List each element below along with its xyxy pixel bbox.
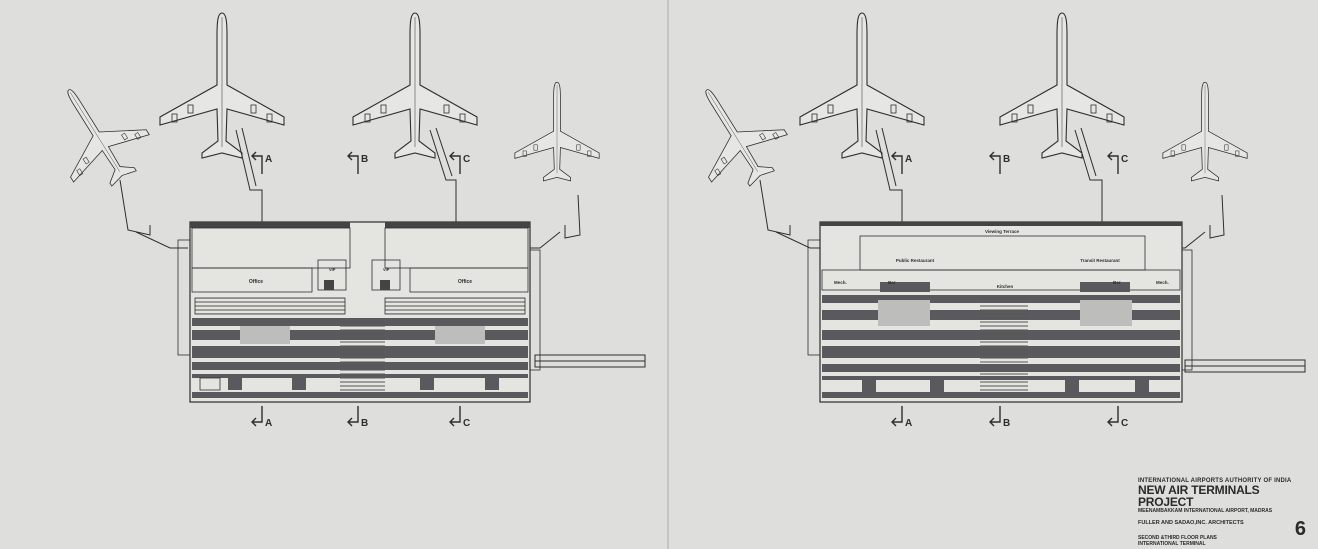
bar-label-1: Bar (888, 280, 896, 285)
section-marker-right-top-c: C (1107, 151, 1128, 174)
aircraft-right-1 (799, 12, 925, 159)
section-marker-left-top-c-label: C (463, 154, 470, 165)
title-block: INTERNATIONAL AIRPORTS AUTHORITY OF INDI… (1138, 478, 1310, 547)
left-office-label-2: Office (458, 279, 472, 285)
aircraft-right-2 (999, 12, 1125, 159)
viewing-terrace-label: Viewing Terrace (985, 229, 1020, 234)
section-marker-left-top-a-label: A (265, 154, 272, 165)
section-marker-right-bottom-c-label: C (1121, 418, 1128, 429)
section-marker-right-top-b-label: B (1003, 154, 1010, 165)
project-title: NEW AIR TERMINALS PROJECT (1138, 483, 1260, 509)
section-marker-right-top-c-label: C (1121, 154, 1128, 165)
section-marker-left-bottom-a-label: A (265, 418, 272, 429)
section-marker-right-bottom-a: A (891, 406, 912, 429)
aircraft-left-3 (30, 65, 163, 203)
transit-restaurant-label: Transit Restaurant (1080, 258, 1120, 263)
section-marker-left-top-c: C (449, 151, 470, 174)
section-marker-left-top-b-label: B (361, 154, 368, 165)
aircraft-right-3 (668, 65, 801, 203)
left-floor-plan: Office Office VIP VIP (177, 221, 646, 403)
section-marker-left-top-a: A (251, 151, 272, 174)
authority-name: INTERNATIONAL AIRPORTS AUTHORITY OF INDI… (1138, 478, 1292, 484)
section-marker-left-top-b: B (347, 151, 368, 174)
section-marker-right-bottom-b-label: B (1003, 418, 1010, 429)
section-marker-left-bottom-a: A (251, 406, 272, 429)
aircraft-right-4 (1162, 81, 1248, 182)
aircraft-left-1 (159, 12, 285, 159)
jetway-bridges-right (759, 127, 1225, 249)
section-marker-left-bottom-b: B (347, 406, 368, 429)
kitchen-label: Kitchen (997, 284, 1014, 289)
bar-label-2: Bar (1113, 280, 1121, 285)
drawing-title-line-2: INTERNATIONAL TERMINAL (1138, 541, 1206, 547)
public-restaurant-label: Public Restaurant (896, 258, 935, 263)
section-markers: A A A A B B B B C C C C (251, 151, 1128, 429)
airport-name: MEENAMBAKKAM INTERNATIONAL AIRPORT, MADR… (1138, 508, 1273, 514)
left-vip-label-1: VIP (329, 267, 336, 272)
section-marker-right-bottom-b: B (989, 406, 1010, 429)
section-marker-right-top-a-label: A (905, 154, 912, 165)
mech-label-1: Mech. (834, 280, 847, 285)
section-marker-left-bottom-c-label: C (463, 418, 470, 429)
left-vip-label-2: VIP (383, 267, 390, 272)
section-marker-left-bottom-b-label: B (361, 418, 368, 429)
aircraft-left-4 (514, 81, 600, 182)
section-marker-right-bottom-a-label: A (905, 418, 912, 429)
aircraft-left-2 (352, 12, 478, 159)
section-marker-left-bottom-c: C (449, 406, 470, 429)
section-marker-right-bottom-c: C (1107, 406, 1128, 429)
architects-name: FULLER AND SADAO,INC. ARCHITECTS (1138, 520, 1244, 526)
section-marker-right-top-b: B (989, 151, 1010, 174)
jetway-bridges-left (119, 127, 581, 249)
drawing-title-line-1: SECOND &THIRD FLOOR PLANS (1138, 535, 1217, 541)
right-floor-plan: Viewing Terrace Public Restaurant Transi… (807, 221, 1306, 403)
mech-label-2: Mech. (1156, 280, 1169, 285)
section-marker-right-top-a: A (891, 151, 912, 174)
drawing-title: SECOND &THIRD FLOOR PLANS INTERNATIONAL … (1138, 535, 1310, 547)
sheet-number: 6 (1294, 518, 1306, 540)
left-office-label-1: Office (249, 279, 263, 285)
